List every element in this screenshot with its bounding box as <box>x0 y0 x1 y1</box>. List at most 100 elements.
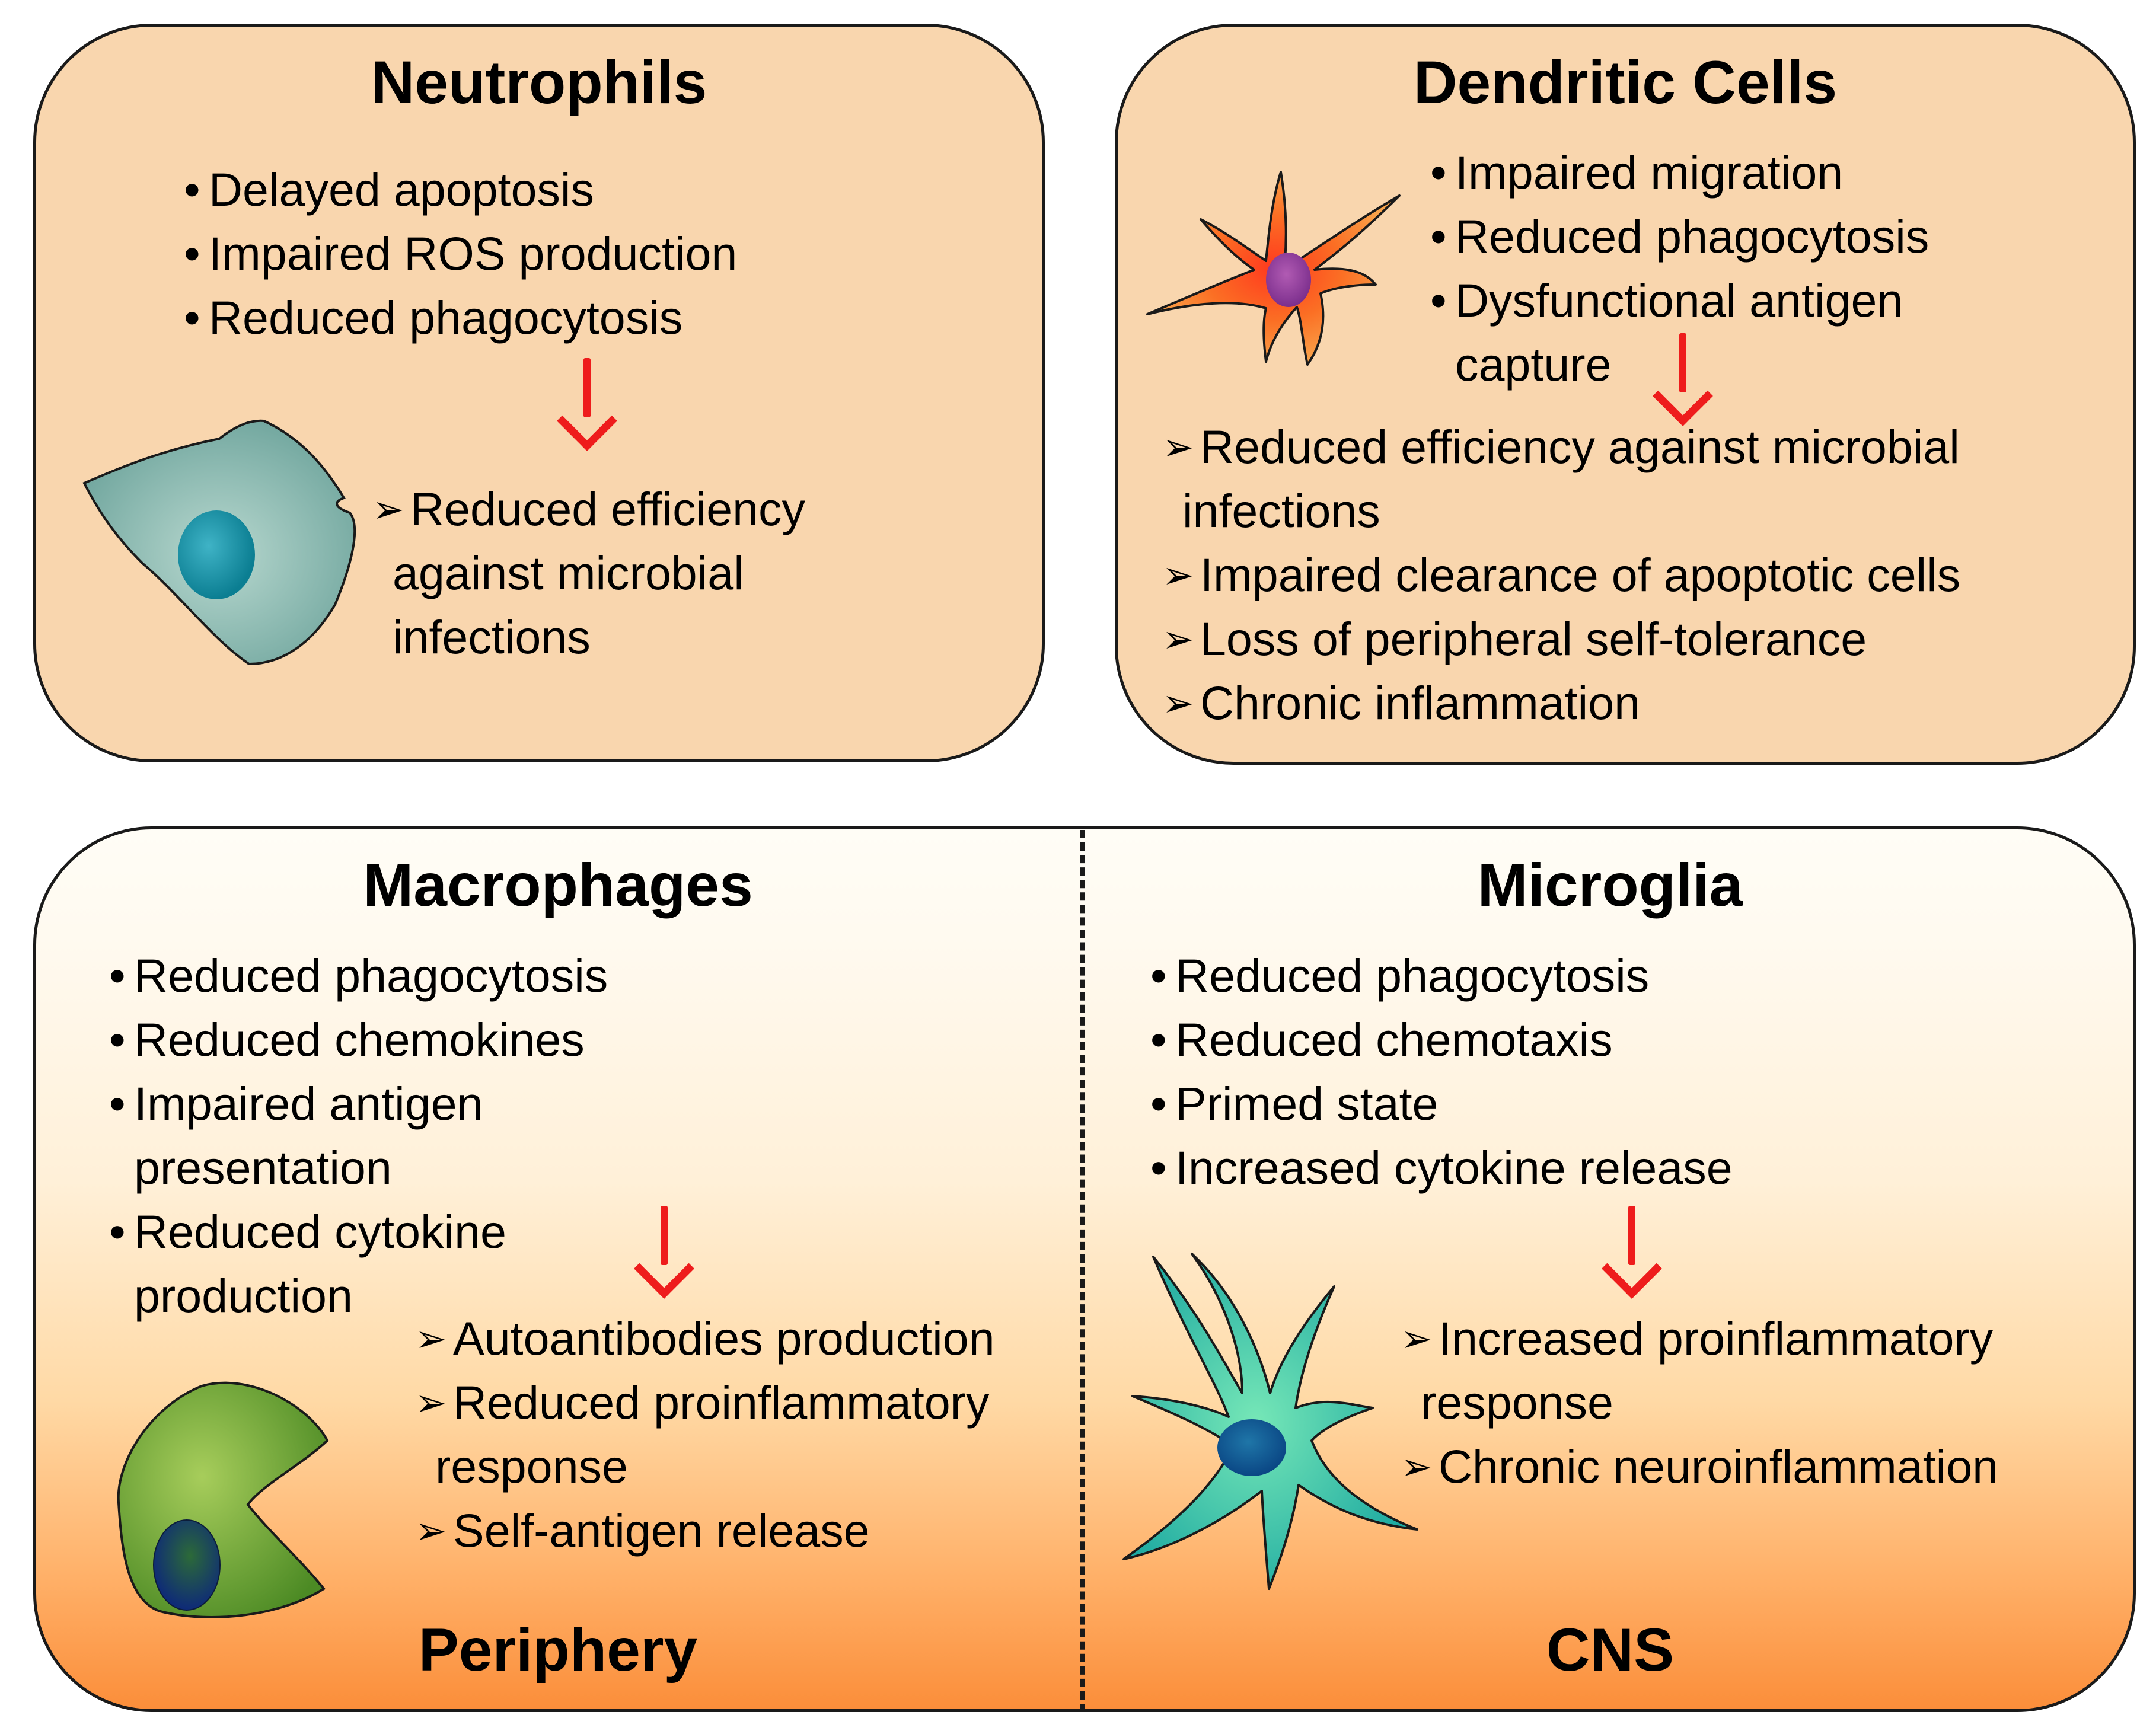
neutrophils-feature-list: •Delayed apoptosis•Impaired ROS producti… <box>184 158 737 350</box>
macrophages-microglia-panel <box>33 826 2136 1712</box>
list-item-text: Reduced efficiency <box>410 483 806 535</box>
list-item-continuation: infections <box>372 605 805 669</box>
list-item-text: Impaired antigen <box>134 1077 483 1130</box>
bullet-marker: • <box>1430 146 1447 199</box>
list-item-text: Self-antigen release <box>453 1504 870 1557</box>
list-item-text: Reduced phagocytosis <box>1455 210 1929 263</box>
list-item-text: infections <box>393 611 591 663</box>
list-item-text: against microbial <box>393 547 744 599</box>
outcome-item: ➢Reduced proinflammatory <box>415 1371 995 1435</box>
outcome-arrow-marker: ➢ <box>1162 618 1194 660</box>
list-item-text: Reduced efficiency against microbial <box>1200 420 1960 473</box>
list-item: •Primed state <box>1150 1072 1733 1136</box>
macrophage-cell-icon <box>117 1381 329 1618</box>
outcome-arrow-marker: ➢ <box>1401 1317 1433 1360</box>
microglia-title: Microglia <box>1477 851 1743 919</box>
list-item: •Reduced chemotaxis <box>1150 1008 1733 1072</box>
outcome-item: ➢Increased proinflammatory <box>1401 1307 1998 1371</box>
periphery-cns-divider <box>1080 830 1085 1712</box>
list-item-text: Reduced proinflammatory <box>453 1376 990 1429</box>
bullet-marker: • <box>1150 1013 1167 1066</box>
list-item-text: Increased proinflammatory <box>1439 1312 1994 1365</box>
bullet-marker: • <box>109 1013 126 1066</box>
dendritic-cells-feature-list: •Impaired migration•Reduced phagocytosis… <box>1430 140 1929 397</box>
outcome-item: ➢Reduced efficiency <box>372 477 805 541</box>
list-item: •Impaired ROS production <box>184 222 737 286</box>
neutrophils-outcome-list: ➢Reduced efficiency against microbial infe… <box>372 477 805 669</box>
dendritic-cell-icon <box>1146 171 1401 366</box>
outcome-item: ➢Loss of peripheral self-tolerance <box>1162 607 1960 671</box>
list-item-text: presentation <box>134 1141 392 1194</box>
list-item-text: Reduced phagocytosis <box>1175 949 1650 1002</box>
list-item-text: Increased cytokine release <box>1175 1141 1733 1194</box>
list-item: •Reduced phagocytosis <box>1150 944 1733 1008</box>
bullet-marker: • <box>109 949 126 1002</box>
list-item: •Reduced phagocytosis <box>1430 205 1929 269</box>
list-item-continuation: response <box>1401 1371 1998 1435</box>
outcome-item: ➢Chronic neuroinflammation <box>1401 1435 1998 1499</box>
list-item: •Reduced chemokines <box>109 1008 608 1072</box>
list-item-text: capture <box>1455 338 1612 391</box>
bullet-marker: • <box>1430 274 1447 327</box>
list-item-text: Impaired migration <box>1455 146 1844 199</box>
list-item-text: Primed state <box>1175 1077 1439 1130</box>
neutrophil-cell-icon <box>82 419 356 666</box>
bullet-marker: • <box>109 1205 126 1258</box>
bullet-marker: • <box>184 291 200 344</box>
macrophages-feature-list: •Reduced phagocytosis•Reduced chemokines… <box>109 944 608 1328</box>
list-item-text: Loss of peripheral self-tolerance <box>1200 612 1867 665</box>
bullet-marker: • <box>1430 210 1447 263</box>
list-item-text: Impaired clearance of apoptotic cells <box>1200 548 1961 601</box>
list-item-text: Delayed apoptosis <box>209 163 594 216</box>
list-item-continuation: production <box>109 1264 608 1328</box>
outcome-item: ➢Chronic inflammation <box>1162 671 1960 735</box>
outcome-item: ➢Self-antigen release <box>415 1499 995 1563</box>
macrophages-title: Macrophages <box>363 851 753 919</box>
list-item-text: Reduced chemotaxis <box>1175 1013 1613 1066</box>
outcome-arrow-marker: ➢ <box>1162 426 1194 468</box>
dendritic-cells-title: Dendritic Cells <box>1413 49 1838 116</box>
list-item: •Reduced cytokine <box>109 1200 608 1264</box>
neutrophils-title: Neutrophils <box>371 49 707 116</box>
list-item-text: infections <box>1182 484 1380 537</box>
outcome-arrow-marker: ➢ <box>1401 1445 1433 1488</box>
outcome-arrow-marker: ➢ <box>415 1317 447 1360</box>
bullet-marker: • <box>109 1077 126 1130</box>
list-item-text: Reduced cytokine <box>134 1205 506 1258</box>
microglia-feature-list: •Reduced phagocytosis•Reduced chemotaxis… <box>1150 944 1733 1200</box>
list-item: •Delayed apoptosis <box>184 158 737 222</box>
microglia-cell-icon <box>1122 1253 1418 1590</box>
list-item-text: Reduced phagocytosis <box>209 291 683 344</box>
list-item: •Reduced phagocytosis <box>184 286 737 350</box>
bullet-marker: • <box>184 163 200 216</box>
bullet-marker: • <box>1150 949 1167 1002</box>
list-item-text: Impaired ROS production <box>209 227 738 280</box>
bullet-marker: • <box>1150 1077 1167 1130</box>
list-item-continuation: infections <box>1162 479 1960 543</box>
list-item-text: Chronic inflammation <box>1200 676 1641 729</box>
list-item-text: Chronic neuroinflammation <box>1439 1440 1999 1493</box>
list-item: •Increased cytokine release <box>1150 1136 1733 1200</box>
cns-label: CNS <box>1546 1616 1675 1684</box>
outcome-item: ➢Reduced efficiency against microbial <box>1162 415 1960 479</box>
list-item-continuation: against microbial <box>372 541 805 605</box>
list-item: •Dysfunctional antigen <box>1430 269 1929 333</box>
list-item: •Impaired migration <box>1430 140 1929 205</box>
list-item-text: response <box>435 1440 628 1493</box>
outcome-arrow-marker: ➢ <box>372 488 404 531</box>
list-item: •Impaired antigen <box>109 1072 608 1136</box>
list-item-continuation: response <box>415 1435 995 1499</box>
list-item-continuation: presentation <box>109 1136 608 1200</box>
list-item-text: Autoantibodies production <box>453 1312 995 1365</box>
macrophages-outcome-list: ➢Autoantibodies production➢Reduced proin… <box>415 1307 995 1563</box>
periphery-label: Periphery <box>418 1616 698 1684</box>
outcome-item: ➢Autoantibodies production <box>415 1307 995 1371</box>
outcome-arrow-marker: ➢ <box>1162 682 1194 724</box>
list-item-text: production <box>134 1269 353 1322</box>
outcome-arrow-marker: ➢ <box>1162 554 1194 596</box>
outcome-arrow-marker: ➢ <box>415 1509 447 1552</box>
dendritic-cells-panel <box>1115 24 2136 765</box>
list-item-text: Dysfunctional antigen <box>1455 274 1903 327</box>
